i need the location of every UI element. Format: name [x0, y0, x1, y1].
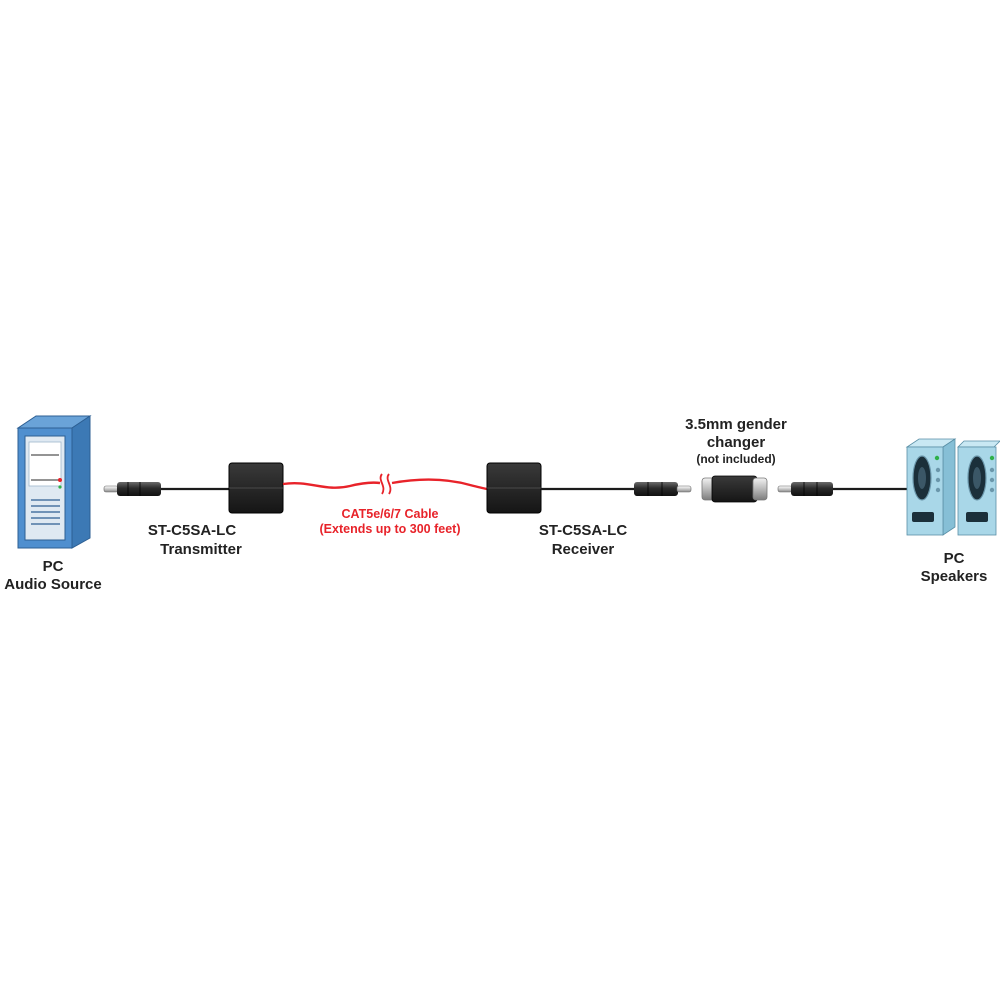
- audio-cable-pc-to-transmitter: [103, 482, 229, 496]
- gender-changer-label-line3: (not included): [696, 452, 775, 466]
- pc-label-line2: Audio Source: [4, 576, 102, 593]
- audio-cable-gender-changer-to-speakers: [777, 482, 908, 496]
- cable-label-line2: (Extends up to 300 feet): [320, 522, 461, 536]
- cable-break-mark-1: [379, 473, 385, 495]
- gender-changer-adapter: [701, 475, 768, 503]
- speakers-label-line1: PC: [944, 550, 965, 567]
- right-speaker: [957, 440, 1000, 536]
- audio-cable-receiver-to-gender-changer: [541, 482, 692, 496]
- speakers-icon: [905, 438, 1000, 536]
- speakers-label-line2: Speakers: [921, 568, 988, 585]
- pc-tower-icon: [16, 415, 92, 549]
- left-speaker: [905, 438, 957, 536]
- cat5-cable: [282, 473, 488, 495]
- receiver-label-line1: ST-C5SA-LC: [539, 522, 628, 539]
- receiver-label-line2: Receiver: [552, 541, 615, 558]
- receiver-box: [486, 462, 542, 514]
- gender-changer-label-line2: changer: [707, 434, 766, 451]
- transmitter-label-line1: ST-C5SA-LC: [148, 522, 237, 539]
- cable-break-mark-2: [386, 473, 392, 495]
- pc-label-line1: PC: [43, 558, 64, 575]
- transmitter-label-line2: Transmitter: [160, 541, 242, 558]
- gender-changer-label-line1: 3.5mm gender: [685, 416, 787, 433]
- cable-label-line1: CAT5e/6/7 Cable: [341, 507, 438, 521]
- transmitter-box: [228, 462, 284, 514]
